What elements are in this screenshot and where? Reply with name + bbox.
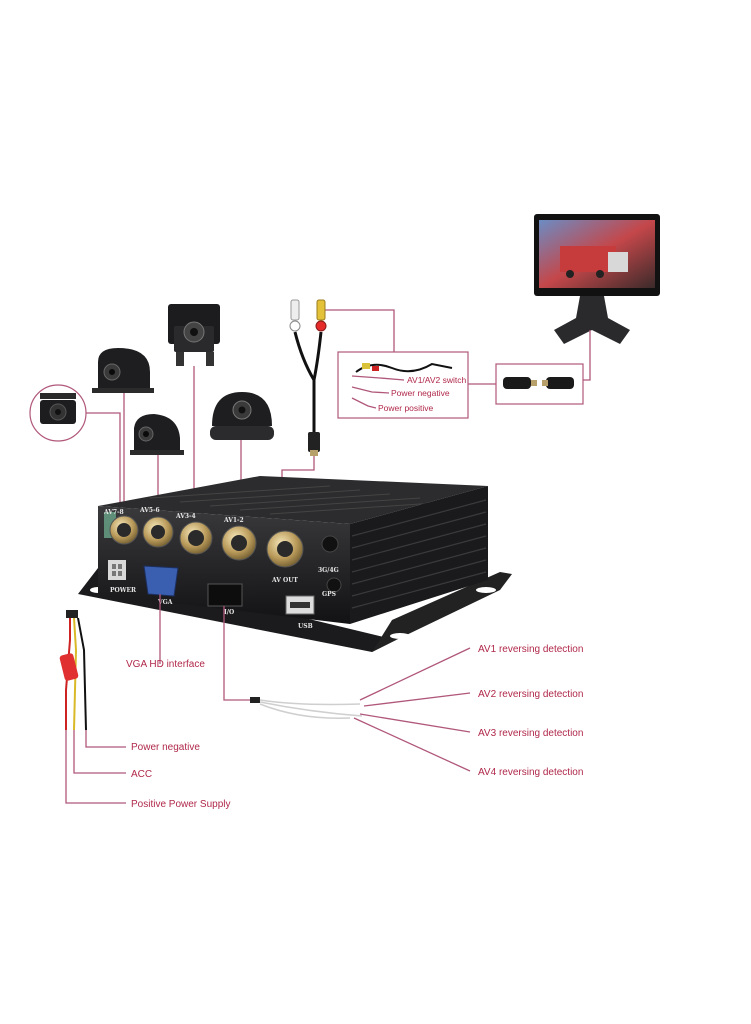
label-usb: USB <box>298 623 313 630</box>
av-cable-box <box>337 351 469 419</box>
mdvr-device: AV7-8 AV5-6 AV3-4 AV1-2 AV OUT 3G/4G GPS… <box>78 476 512 652</box>
av4-detection-callout: AV4 reversing detection <box>478 767 583 778</box>
camera-side-1 <box>92 348 154 393</box>
label-power: POWER <box>110 587 137 594</box>
power-cable <box>59 610 87 731</box>
label-av-out: AV OUT <box>271 577 298 584</box>
label-av56: AV5-6 <box>139 507 160 514</box>
port-3g4g <box>321 535 339 553</box>
camera-rear-bracket <box>168 304 220 366</box>
monitor <box>534 214 660 344</box>
wire-cam-rear-inset <box>86 412 121 520</box>
av-power-positive-label: Power positive <box>378 403 434 413</box>
label-av78: AV7-8 <box>103 509 124 516</box>
camera-dome <box>210 392 274 440</box>
av-switch-label: AV1/AV2 switch <box>407 375 466 385</box>
port-av-out <box>266 530 304 568</box>
port-io <box>207 583 243 607</box>
power-negative-callout: Power negative <box>131 742 200 753</box>
port-gps <box>326 577 342 593</box>
port-av12 <box>221 525 257 561</box>
acc-callout: ACC <box>131 769 152 780</box>
rca-cable <box>289 299 395 456</box>
port-av56 <box>142 516 174 548</box>
positive-power-supply-callout: Positive Power Supply <box>131 799 231 810</box>
av-power-negative-label: Power negative <box>391 388 450 398</box>
label-vga: VGA <box>157 599 173 606</box>
monitor-wire <box>583 330 591 381</box>
monitor-stand <box>554 296 630 344</box>
camera-rear-inset <box>29 384 87 442</box>
label-av12: AV1-2 <box>223 517 244 524</box>
camera-side-2 <box>130 414 184 455</box>
port-vga <box>143 565 179 597</box>
port-av34 <box>179 521 213 555</box>
av1-detection-callout: AV1 reversing detection <box>478 644 583 655</box>
vga-callout: VGA HD interface <box>126 659 205 670</box>
port-av78 <box>109 515 139 545</box>
label-av34: AV3-4 <box>175 513 196 520</box>
label-io: I/O <box>224 609 234 616</box>
av3-detection-callout: AV3 reversing detection <box>478 728 583 739</box>
av2-detection-callout: AV2 reversing detection <box>478 689 583 700</box>
label-3g4g: 3G/4G <box>318 567 339 574</box>
label-gps: GPS <box>322 591 336 598</box>
truck-image <box>560 246 616 272</box>
port-power <box>108 560 126 580</box>
wire-io <box>223 606 250 701</box>
